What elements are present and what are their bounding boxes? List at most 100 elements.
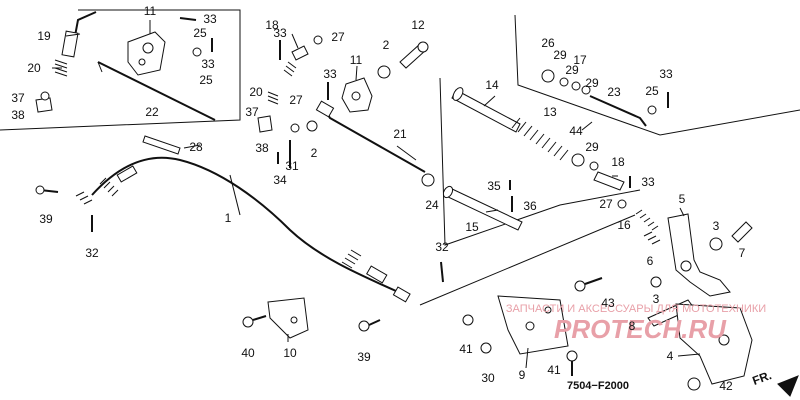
- part-label: 29: [553, 48, 567, 62]
- link-28: [142, 135, 181, 155]
- part-label: 33: [659, 67, 673, 81]
- part-label: 28: [189, 140, 203, 154]
- part-label: 4: [667, 349, 674, 363]
- part-label: 9: [519, 368, 526, 382]
- bolt-42: [687, 377, 701, 391]
- part-label: 6: [647, 254, 654, 268]
- diagram-code: 7504−F2000: [567, 380, 629, 392]
- part-label: 13: [543, 105, 557, 119]
- watermark-top-text: ЗАПЧАСТИ И АКСЕССУАРЫ ДЛЯ МОТОТЕХНИКИ: [506, 303, 766, 315]
- part-label: 2: [311, 146, 318, 160]
- part-label: 14: [485, 78, 499, 92]
- bolt-41a: [462, 314, 474, 326]
- part-label: 18: [611, 155, 625, 169]
- spring-end-18a: [593, 171, 625, 191]
- part-label: 17: [573, 53, 587, 67]
- bolt-39a-head: [35, 185, 45, 195]
- part-label: 25: [199, 73, 213, 87]
- throttle-rod: [97, 61, 216, 121]
- collar-2b: [306, 120, 318, 132]
- part-label: 1: [225, 211, 232, 225]
- part-label: 33: [203, 12, 217, 26]
- part-label: 32: [435, 240, 449, 254]
- grommet-37b: [257, 115, 273, 133]
- part-label: 29: [585, 140, 599, 154]
- watermark-brand: PROTECH.RU: [554, 314, 727, 344]
- governor-spring-13: [511, 117, 569, 161]
- part-labels: 11 33 19 25 33 20 25 37 38 22 28 39 1 32…: [11, 4, 745, 393]
- part-label: 5: [679, 192, 686, 206]
- nut-30: [480, 342, 492, 354]
- part-label: 23: [607, 85, 621, 99]
- part-label: 2: [383, 38, 390, 52]
- part-label: 38: [255, 141, 269, 155]
- inset-frame-base: [419, 214, 636, 306]
- part-label: 34: [273, 173, 287, 187]
- part-label: 26: [541, 36, 555, 50]
- part-label: 36: [523, 199, 537, 213]
- washer-29a: [589, 161, 599, 171]
- part-label: 11: [350, 53, 363, 67]
- part-label: 29: [585, 76, 599, 90]
- spring-16: [635, 209, 659, 231]
- pivot-pin-12: [399, 41, 429, 69]
- spring-end-18b: [283, 45, 309, 77]
- bolt-39b: [358, 319, 381, 332]
- grommet-37: [35, 91, 53, 113]
- part-label: 42: [719, 379, 733, 393]
- spacer-17: [581, 85, 591, 95]
- direction-label: FR.: [751, 368, 774, 388]
- bolt-41b: [566, 350, 578, 376]
- part-label: 15: [465, 220, 479, 234]
- washer-29c: [571, 81, 581, 91]
- bolt-27a: [313, 35, 323, 45]
- washer-44: [571, 153, 585, 167]
- pin-33: [179, 17, 197, 21]
- part-label: 20: [27, 61, 41, 75]
- inset-frame-left: [0, 9, 241, 131]
- part-label: 3: [653, 292, 660, 306]
- part-label: 25: [645, 84, 659, 98]
- part-label: 25: [193, 26, 207, 40]
- part-label: 27: [599, 197, 613, 211]
- inset-frame-center: [439, 77, 641, 246]
- bolt-27b: [290, 123, 300, 133]
- bolt-40: [242, 315, 267, 328]
- nut-24: [421, 173, 435, 187]
- washer-26: [541, 69, 555, 83]
- washer-25: [192, 47, 202, 57]
- part-label: 32: [85, 246, 99, 260]
- collar-2a: [377, 65, 391, 79]
- part-label: 30: [481, 371, 495, 385]
- part-label: 18: [265, 18, 279, 32]
- part-label: 11: [144, 4, 157, 18]
- bolt-43: [574, 277, 603, 292]
- part-label: 41: [547, 363, 561, 377]
- part-label: 37: [11, 91, 25, 105]
- part-label: 35: [487, 179, 501, 193]
- part-label: 12: [411, 18, 425, 32]
- part-label: 22: [145, 105, 159, 119]
- part-label: 10: [283, 346, 297, 360]
- part-label: 33: [323, 67, 337, 81]
- rod-23: [589, 95, 647, 127]
- part-label: 24: [425, 198, 439, 212]
- throttle-cable: [75, 156, 411, 303]
- washer-25c: [647, 105, 657, 115]
- part-label: 33: [201, 57, 215, 71]
- part-label: 19: [37, 29, 51, 43]
- spring-6: [643, 231, 661, 245]
- collar-3b: [650, 276, 662, 288]
- part-label: 33: [641, 175, 655, 189]
- inset-frame-right: [514, 14, 800, 136]
- part-label: 43: [601, 296, 615, 310]
- part-label: 39: [39, 212, 53, 226]
- pin-7: [731, 221, 753, 243]
- part-label: 44: [569, 124, 583, 138]
- part-label: 37: [245, 105, 259, 119]
- collar-3a: [709, 237, 723, 251]
- part-label: 20: [249, 85, 263, 99]
- part-label: 39: [357, 350, 371, 364]
